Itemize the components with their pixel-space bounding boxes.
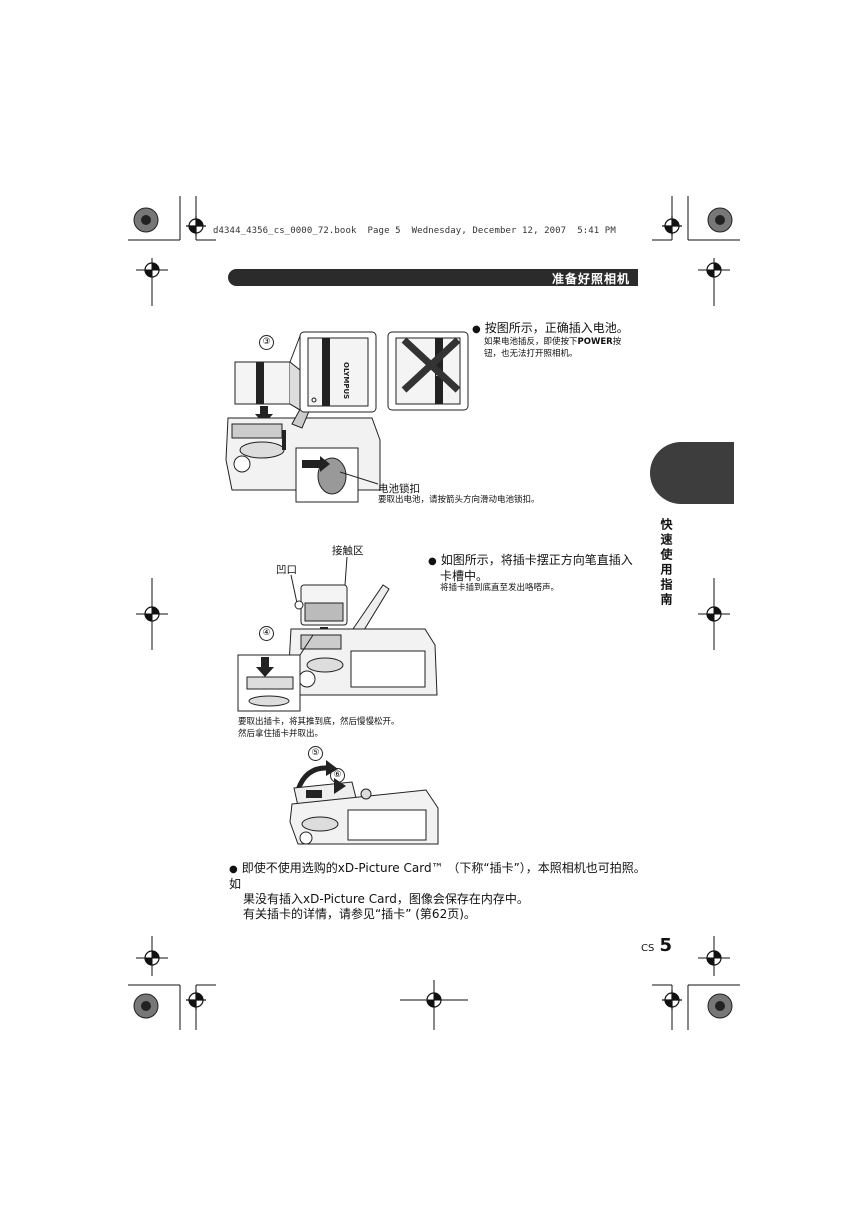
close-door-illustration <box>289 760 439 845</box>
power-label: POWER <box>577 337 613 347</box>
bullet-dot: ● <box>229 864 238 875</box>
card-illustration <box>237 556 438 712</box>
footer-note-line2: 果没有插入xD-Picture Card，图像会保存在内存中。 <box>243 892 529 906</box>
card-note: 将插卡插到底直至发出咯嗒声。 <box>440 583 560 593</box>
brand-text: OLYMPUS <box>342 362 350 399</box>
bullet-dot: ● <box>428 556 437 567</box>
side-tab <box>650 442 734 504</box>
battery-lock-label: 电池锁扣 <box>378 483 420 495</box>
footer-note: ●即使不使用选购的xD-Picture Card™ （下称“插卡”），本照相机也… <box>229 861 649 922</box>
bullet-dot: ● <box>472 324 481 335</box>
card-bullet: ●如图所示，将插卡摆正方向笔直插入 卡槽中。 <box>428 553 634 584</box>
footer-note-line1: 即使不使用选购的xD-Picture Card™ （下称“插卡”），本照相机也可… <box>229 861 646 891</box>
side-tab-label: 快速使用指南 <box>659 518 673 608</box>
card-remove-note: 要取出插卡，将其推到底，然后慢慢松开。 然后拿住插卡并取出。 <box>238 716 400 740</box>
step-4-marker: ④ <box>259 626 274 641</box>
battery-note-post: 按 <box>612 337 622 347</box>
battery-note: 如果电池插反，即使按下POWER按 钮，也无法打开照相机。 <box>484 336 644 360</box>
page-lang: CS <box>641 943 655 954</box>
notch-label: 凹口 <box>276 564 297 576</box>
wrong-battery-illustration <box>387 331 469 411</box>
contact-area-label: 接触区 <box>332 545 364 557</box>
battery-note-pre: 如果电池插反，即使按下 <box>484 337 578 347</box>
footer-note-line3: 有关插卡的详情，请参见“插卡” (第62页)。 <box>243 907 476 921</box>
battery-lock-note: 要取出电池，请按箭头方向滑动电池锁扣。 <box>378 495 540 505</box>
card-remove-line2: 然后拿住插卡并取出。 <box>238 729 324 739</box>
step-3-marker: ③ <box>259 335 274 350</box>
page-number: CS 5 <box>641 935 672 956</box>
battery-note-line2: 钮，也无法打开照相机。 <box>484 349 578 359</box>
card-bullet-line1: 如图所示，将插卡摆正方向笔直插入 <box>440 553 633 567</box>
lock-leader-line <box>340 471 379 485</box>
battery-bullet-text: 按图所示，正确插入电池。 <box>484 321 629 335</box>
page-number-value: 5 <box>659 935 672 956</box>
card-remove-line1: 要取出插卡，将其推到底，然后慢慢松开。 <box>238 717 400 727</box>
header-title: 准备好照相机 <box>551 272 630 286</box>
header-bar: 准备好照相机 <box>228 269 638 286</box>
battery-bullet: ●按图所示，正确插入电池。 <box>472 321 629 337</box>
book-info: d4344_4356_cs_0000_72.book Page 5 Wednes… <box>213 226 616 236</box>
step-5-marker: ⑤ <box>308 746 323 761</box>
card-bullet-line2: 卡槽中。 <box>440 569 489 583</box>
